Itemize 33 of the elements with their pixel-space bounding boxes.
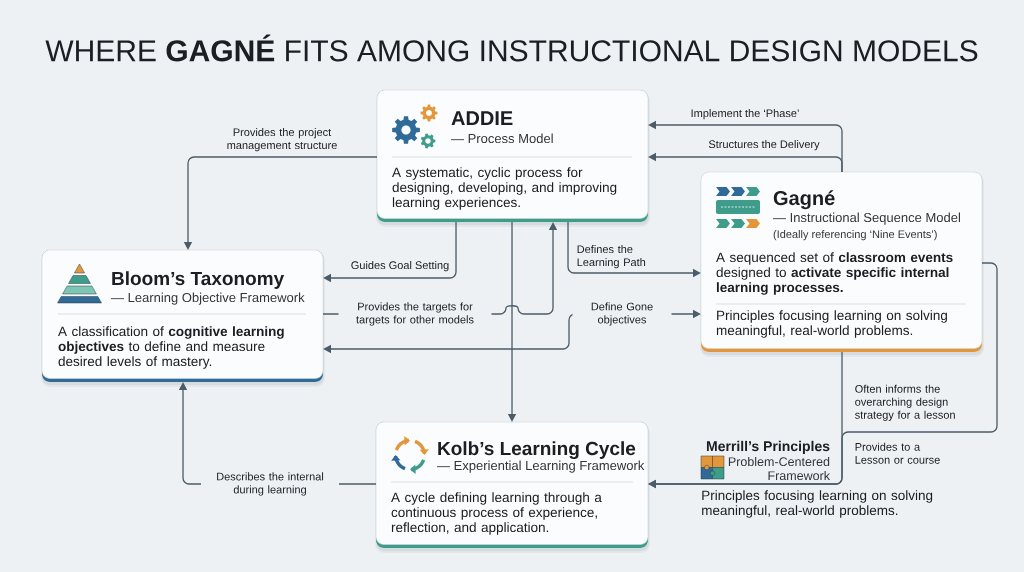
card-title: Kolb’s Learning Cycle [438,441,636,459]
arrow [323,221,457,283]
edge-label: Structures the Delivery [708,140,820,151]
edge-label: Describes the internal during learning [201,470,339,498]
card-note: (Ideally referencing ‘Nine Events’) [773,230,937,241]
edge-label: Often informs the overarching design strategy for a lesson [855,384,955,421]
edge-label: Define Gone objectives [572,300,672,328]
description-text: Principles focusing learning on solving meaningful, real-world problems. [702,490,933,518]
card-title: ADDIE [451,111,513,125]
card-description: A cycle defining learning through a continuous process of experience, reflection, and application. [391,492,602,535]
card-title: Gagné [773,190,835,210]
model-card [375,421,650,553]
card-subtitle: — Experiential Learning Framework [437,460,645,473]
card-subtitle: — Instructional Sequence Model [773,212,960,225]
edge-label: Provides to a Lesson or course [855,442,940,464]
edge-label: Guides Goal Setting [351,261,449,272]
card-description: A systematic, cyclic process for designing, developing, and improving learning experiences. [392,167,617,210]
card-description: Principles focusing learning on solving meaningful, real-world problems. [716,310,947,338]
model-card [700,171,984,357]
edge-label: Defines the Learning Path [577,245,646,269]
page-title: WHERE GAGNÉ FITS AMONG INSTRUCTIONAL DESIGN MODELS [45,34,978,62]
model-subtitle: Problem-Centered Framework [728,456,830,481]
model-title: Merrill’s Principles [706,440,830,454]
card-description: A sequenced set of classroom events designed to activate specific internal learning processes. [716,252,953,295]
card-description: A classification of cognitive learning objectives to define and measure desired levels of mastery. [58,326,284,369]
model-card [41,249,325,387]
edge-label: Provides the targets for targets for other models [338,300,492,328]
card-subtitle: — Learning Objective Framework [111,292,305,305]
card-subtitle: — Process Model [451,133,553,144]
model-card [376,89,650,227]
card-title: Bloom’s Taxonomy [112,271,285,289]
edge-label: Implement the ‘Phase’ [691,109,799,120]
edge-label: Provides the project management structure [227,128,337,152]
